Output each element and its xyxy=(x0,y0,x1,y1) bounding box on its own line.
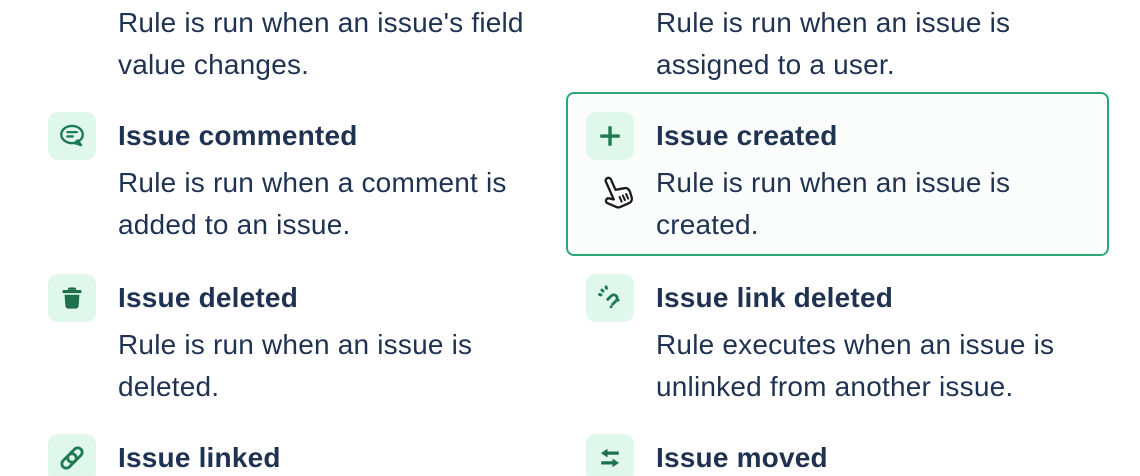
trigger-title: Issue link deleted xyxy=(656,282,894,313)
broken-link-icon xyxy=(586,274,634,322)
swap-arrows-icon xyxy=(586,434,634,476)
trigger-card-issue-deleted[interactable]: Issue deleted Rule is run when an issue … xyxy=(28,254,566,418)
plus-icon xyxy=(586,112,634,160)
trigger-card-issue-linked[interactable]: Issue linked xyxy=(28,414,566,476)
link-icon xyxy=(48,434,96,476)
trigger-title: Issue moved xyxy=(656,442,828,473)
trigger-card-issue-link-deleted[interactable]: Issue link deleted Rule executes when an… xyxy=(566,254,1109,418)
trigger-description: Rule is run when a comment is added to a… xyxy=(118,167,507,240)
trigger-title: Issue commented xyxy=(118,120,358,151)
trigger-description: Rule is run when an issue is created. xyxy=(656,167,1011,240)
trigger-description: Rule is run when an issue's field value … xyxy=(118,7,524,80)
trigger-card-issue-commented[interactable]: Issue commented Rule is run when a comme… xyxy=(28,92,566,256)
trigger-title: Issue deleted xyxy=(118,282,299,313)
trigger-description: Rule is run when an issue is assigned to… xyxy=(656,7,1011,80)
trigger-description: Rule executes when an issue is unlinked … xyxy=(656,329,1055,402)
trigger-title: Issue created xyxy=(656,120,838,151)
trigger-card-top-right[interactable]: Rule is run when an issue is assigned to… xyxy=(566,0,1109,96)
trash-icon xyxy=(48,274,96,322)
trigger-card-issue-moved[interactable]: Issue moved xyxy=(566,414,1109,476)
trigger-title: Issue linked xyxy=(118,442,281,473)
trigger-card-issue-created[interactable]: Issue created Rule is run when an issue … xyxy=(566,92,1109,256)
trigger-card-top-left[interactable]: Rule is run when an issue's field value … xyxy=(28,0,566,96)
comment-icon xyxy=(48,112,96,160)
trigger-description: Rule is run when an issue is deleted. xyxy=(118,329,473,402)
